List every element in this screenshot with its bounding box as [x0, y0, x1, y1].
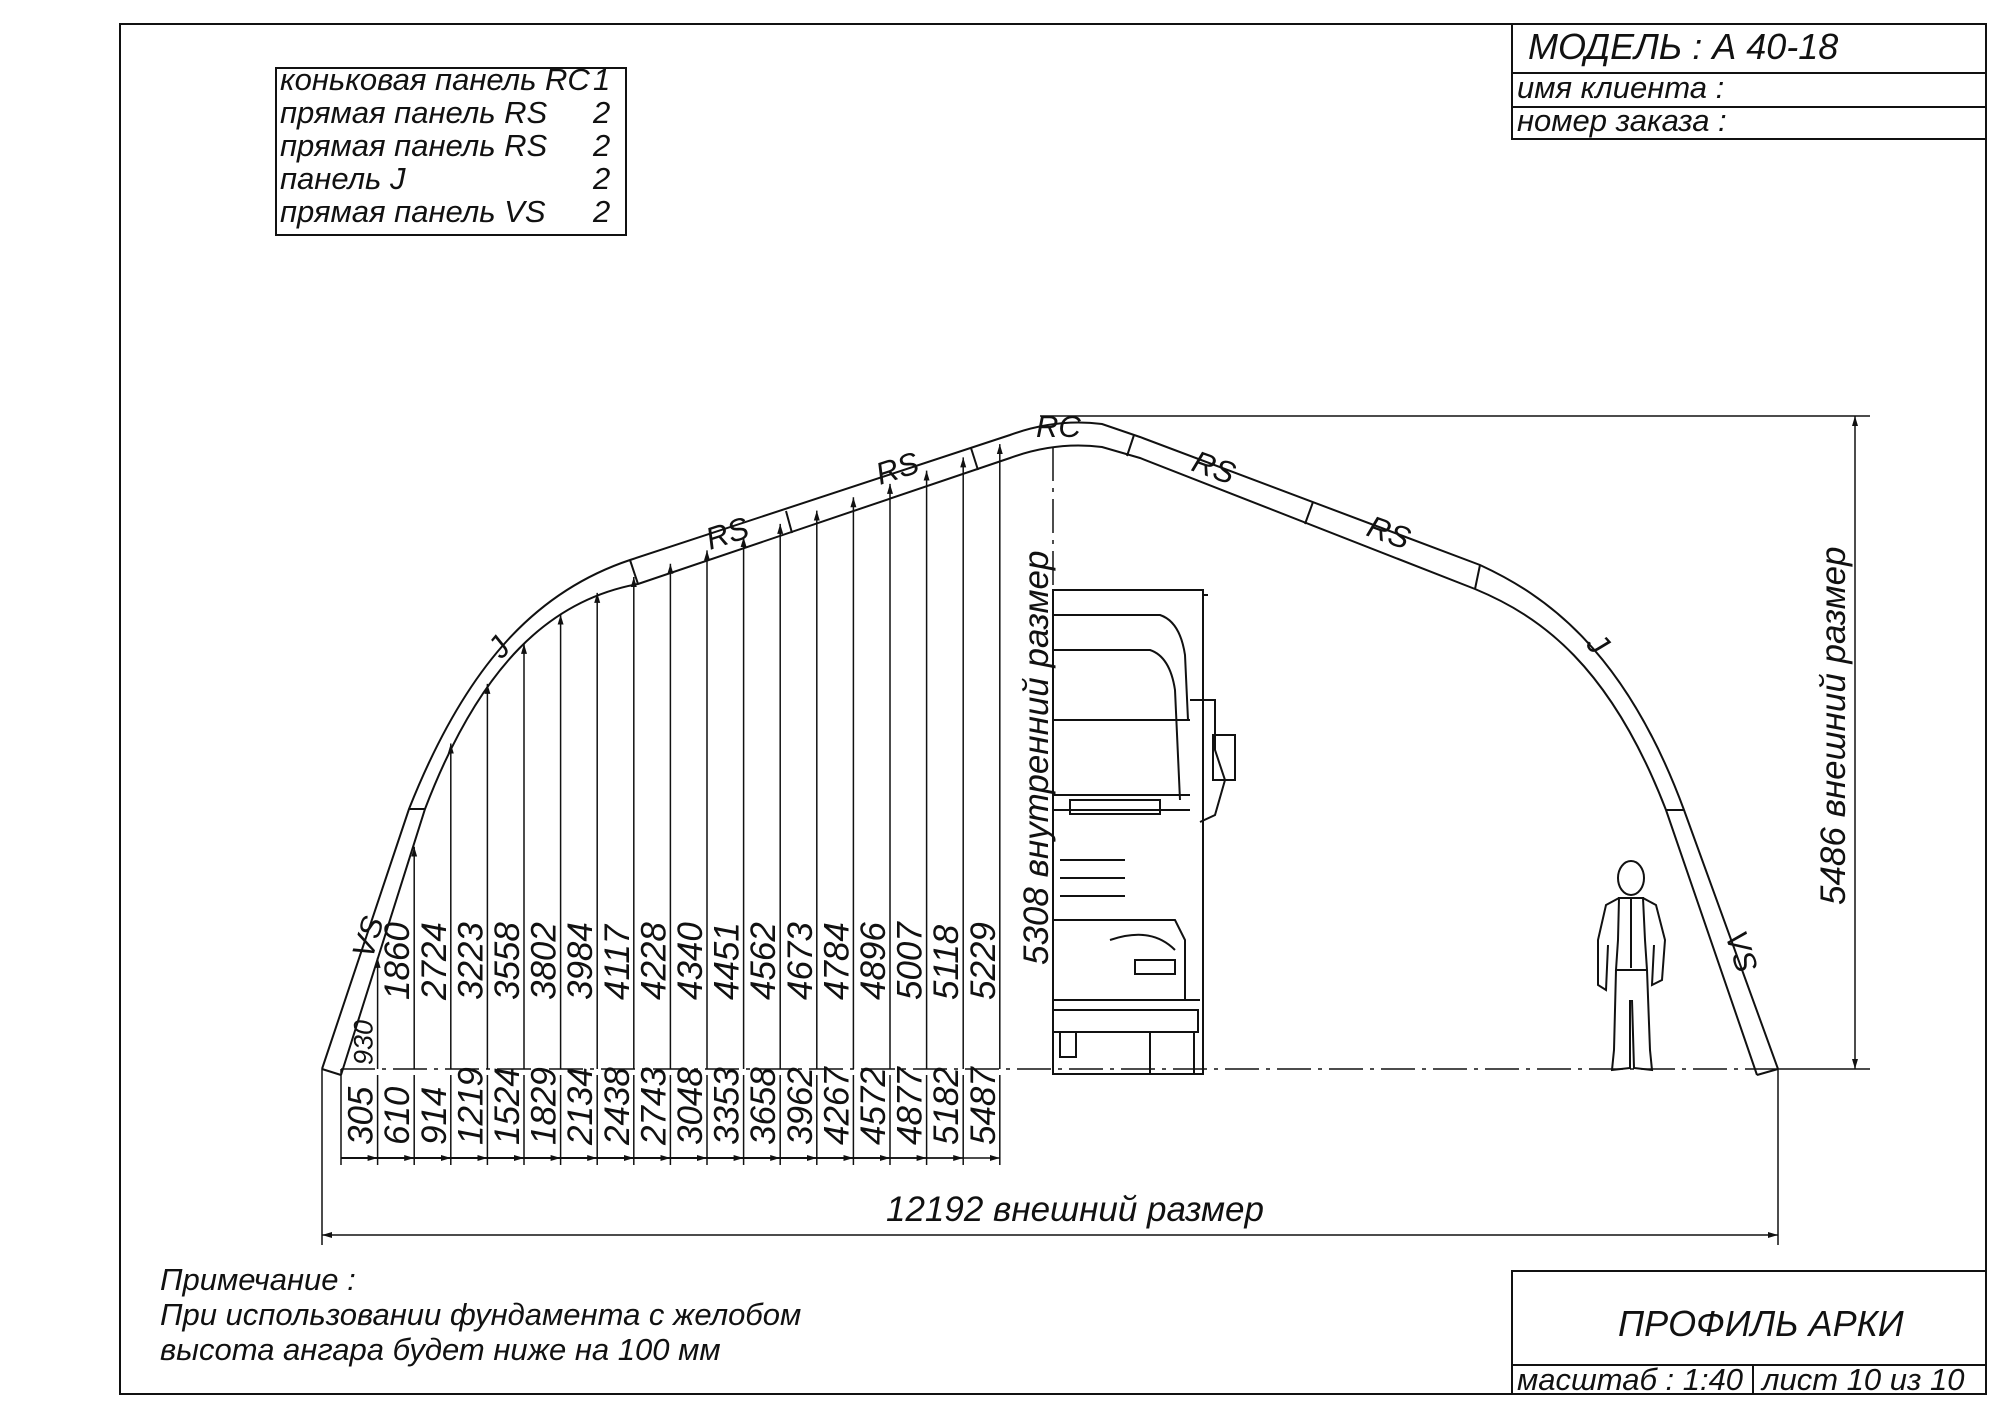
parts-row-name: прямая панель RS: [280, 128, 548, 163]
height-label: 3558: [488, 922, 527, 1000]
parts-row-name: коньковая панель RC: [280, 62, 590, 97]
offset-dimension-lines: [340, 1069, 1001, 1165]
offset-label: 2134: [561, 1067, 600, 1146]
outer-width-dimension: [321, 1069, 1779, 1245]
height-label: 4340: [671, 922, 710, 1000]
offset-label: 610: [378, 1086, 417, 1145]
height-label: 4673: [781, 922, 820, 1000]
parts-row-qty: 1: [593, 62, 610, 97]
height-label: 4784: [817, 922, 856, 1000]
person-illustration: [1597, 860, 1667, 1072]
parts-row-qty: 2: [592, 95, 610, 130]
offset-label: 1829: [525, 1067, 564, 1145]
height-label: 930: [349, 1020, 379, 1065]
drawing-title: ПРОФИЛЬ АРКИ: [1618, 1303, 1904, 1344]
outer-width-label: 12192 внешний размер: [886, 1190, 1264, 1229]
offset-label: 3048: [671, 1067, 710, 1145]
scale-text: масштаб : 1:40: [1517, 1362, 1743, 1397]
offset-label: 305: [342, 1086, 381, 1145]
note-line-1: При использовании фундамента с желобом: [160, 1297, 801, 1332]
height-label: 1860: [378, 922, 417, 1000]
offset-label: 3353: [708, 1067, 747, 1145]
model-text: МОДЕЛЬ : А 40-18: [1528, 26, 1838, 67]
offset-label: 5182: [927, 1067, 966, 1145]
offset-label: 4877: [891, 1066, 930, 1145]
right-rs-panel-label-2: RS: [1363, 509, 1416, 557]
sheet-frame: [119, 23, 1987, 1395]
note-heading: Примечание :: [160, 1262, 356, 1297]
height-label: 4451: [708, 922, 747, 1000]
offset-label: 914: [415, 1087, 454, 1145]
right-j-panel-label: J: [1579, 626, 1616, 662]
sheet-number-text: лист 10 из 10: [1760, 1362, 1965, 1397]
height-label: 5007: [891, 921, 930, 1000]
offset-label: 5487: [964, 1066, 1003, 1145]
note-line-2: высота ангара будет ниже на 100 мм: [160, 1332, 721, 1367]
offset-label: 4267: [817, 1066, 856, 1145]
parts-row-name: панель J: [280, 161, 406, 196]
offset-label: 1524: [488, 1067, 527, 1145]
title-block-bottom: [1511, 1270, 1987, 1395]
outer-height-label: 5486 внешний размер: [1814, 546, 1853, 905]
parts-row-qty: 2: [592, 161, 610, 196]
height-label: 3802: [525, 922, 564, 1000]
parts-row-qty: 2: [592, 194, 610, 229]
right-vs-panel-label: VS: [1718, 926, 1764, 976]
arch-outer-line: [321, 421, 1779, 1070]
truck-illustration: [1052, 589, 1236, 1075]
height-label: 2724: [415, 922, 454, 1001]
offset-label: 4572: [854, 1067, 893, 1145]
parts-row-name: прямая панель VS: [280, 194, 546, 229]
height-label: 5229: [964, 922, 1003, 1000]
offset-label: 3962: [781, 1067, 820, 1145]
right-rs-panel-label-1: RS: [1188, 444, 1241, 492]
arch-inner-line: [340, 444, 1758, 1076]
height-label: 3984: [561, 922, 600, 1000]
offset-label: 2743: [634, 1067, 673, 1146]
height-label: 4562: [744, 922, 783, 1000]
client-name-label: имя клиента :: [1517, 70, 1724, 105]
title-block-top: [1511, 23, 1987, 140]
inner-height-label: 5308 внутренний размер: [1017, 551, 1056, 965]
offset-label: 1219: [451, 1067, 490, 1145]
outer-height-dimension: [1040, 415, 1870, 1070]
height-dimension-lines: [374, 444, 1003, 1069]
parts-row-name: прямая панель RS: [280, 95, 548, 130]
left-rs-panel-label-2: RS: [871, 445, 923, 492]
order-number-label: номер заказа :: [1517, 103, 1727, 138]
height-label: 5118: [927, 924, 966, 1000]
height-label: 4117: [598, 923, 637, 1000]
ridge-panel-label: RC: [1036, 409, 1081, 444]
left-rs-panel-label-1: RS: [701, 510, 753, 557]
offset-label: 2438: [598, 1067, 637, 1146]
height-label: 3223: [451, 922, 490, 1000]
parts-table: [275, 67, 627, 236]
height-label: 4896: [854, 922, 893, 1000]
height-label: 4228: [634, 922, 673, 1000]
offset-label: 3658: [744, 1067, 783, 1145]
parts-row-qty: 2: [592, 128, 610, 163]
